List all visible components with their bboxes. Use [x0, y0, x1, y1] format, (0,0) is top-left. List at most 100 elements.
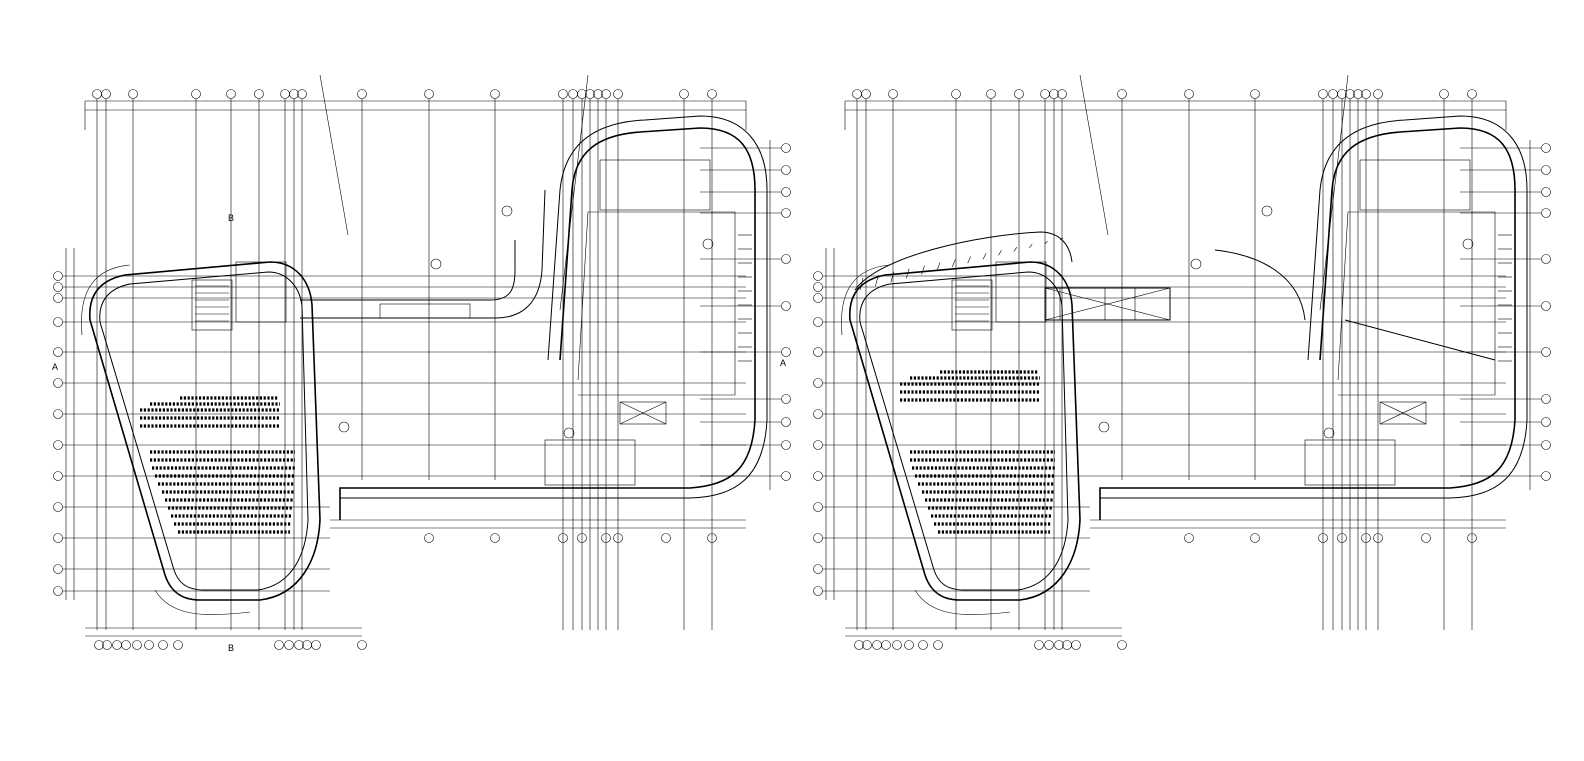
grid-bubble-left-7 — [813, 440, 823, 450]
upper-stair-tread — [936, 262, 941, 271]
section-marks: B B A A — [52, 213, 786, 653]
grid-bubble-right-2 — [1541, 187, 1551, 197]
section-a-left-label: A — [52, 362, 58, 372]
upper-stair-tread — [982, 253, 987, 260]
lobby-block — [1304, 439, 1396, 486]
grid-bubble-mid-5 — [613, 533, 623, 543]
grid-bubble-left-8 — [53, 471, 63, 481]
detail-callout-3 — [1261, 205, 1273, 217]
grid-bubble-top-9 — [357, 89, 367, 99]
grid-bubble-mid-3 — [1337, 533, 1347, 543]
grid-bubble-bottom-4 — [892, 640, 902, 650]
grid-bubble-bottom-8 — [274, 640, 284, 650]
left-stair-room — [191, 279, 233, 331]
grid-bubble-left-6 — [813, 409, 823, 419]
section-b-top-label: B — [228, 213, 234, 223]
grid-bubble-right-5 — [1541, 301, 1551, 311]
grid-bubble-right-7 — [781, 394, 791, 404]
upper-stair-tread — [875, 274, 879, 287]
grid-bubble-top-14 — [1337, 89, 1347, 99]
toilet-block — [1359, 159, 1471, 211]
grid-bubble-bottom-1 — [102, 640, 112, 650]
grid-bubble-bottom-2 — [872, 640, 882, 650]
grid-bubble-right-3 — [781, 208, 791, 218]
grid-bubble-top-15 — [1345, 89, 1355, 99]
grid-bubble-bottom-6 — [158, 640, 168, 650]
hall-outer-wall-2 — [340, 115, 768, 499]
section-b-bottom-label: B — [228, 643, 234, 653]
corridor-wall-lower — [300, 189, 546, 319]
detail-callout-1 — [430, 258, 442, 270]
grid-bubble-right-6 — [781, 347, 791, 357]
hall-inner-room — [1337, 211, 1496, 396]
grid-bubble-top-1 — [861, 89, 871, 99]
grid-bubble-top-4 — [226, 89, 236, 99]
grid-bubble-bottom-5 — [144, 640, 154, 650]
corridor-wall-upper — [300, 240, 516, 301]
auditorium-arc-extra — [841, 264, 891, 336]
grid-bubble-mid-0 — [424, 533, 434, 543]
grid-bubble-bottom-12 — [1071, 640, 1081, 650]
grid-bubble-left-9 — [53, 502, 63, 512]
grid-bubble-bottom-7 — [933, 640, 943, 650]
grid-bubble-top-7 — [289, 89, 299, 99]
detail-callout-5 — [1323, 427, 1335, 439]
grid-bubble-top-1 — [101, 89, 111, 99]
grid-bubble-top-17 — [1361, 89, 1371, 99]
grid-bubble-right-7 — [1541, 394, 1551, 404]
upper-stair-tread — [1044, 240, 1048, 245]
grid-bubble-bottom-3 — [121, 640, 131, 650]
service-core-x — [619, 401, 667, 425]
grid-bubble-top-6 — [280, 89, 290, 99]
grid-bubble-top-12 — [558, 89, 568, 99]
grid-bubble-bottom-13 — [357, 640, 367, 650]
grid-bubble-left-9 — [813, 502, 823, 512]
grid-bubble-mid-1 — [1250, 533, 1260, 543]
grid-bubble-top-11 — [1250, 89, 1260, 99]
grid-bubble-top-11 — [490, 89, 500, 99]
grid-bubble-left-8 — [813, 471, 823, 481]
upper-stair-tread — [998, 250, 1002, 256]
grid-bubble-top-2 — [888, 89, 898, 99]
grid-bubble-right-0 — [781, 143, 791, 153]
grid-bubble-right-9 — [1541, 440, 1551, 450]
grid-bubble-right-8 — [1541, 417, 1551, 427]
grid-bubble-top-9 — [1117, 89, 1127, 99]
auditorium-outer-wall — [89, 261, 321, 601]
upper-curved-ramp — [1214, 249, 1306, 321]
section-a-right-label: A — [780, 358, 786, 368]
grid-bubble-bottom-13 — [1117, 640, 1127, 650]
hall-outer-wall-2 — [1100, 115, 1528, 499]
auditorium-inner-wall — [859, 271, 1069, 591]
grid-bubble-top-8 — [297, 89, 307, 99]
grid-bubble-top-13 — [568, 89, 578, 99]
corridor-doors — [379, 303, 471, 319]
grid-bubble-top-12 — [1318, 89, 1328, 99]
upper-diagonal-stair — [1344, 319, 1496, 361]
grid-bubble-top-16 — [593, 89, 603, 99]
grid-bubble-top-19 — [679, 89, 689, 99]
grid-bubble-bottom-4 — [132, 640, 142, 650]
grid-bubble-mid-2 — [1318, 533, 1328, 543]
grid-bubble-right-10 — [781, 471, 791, 481]
grid-bubble-bottom-12 — [311, 640, 321, 650]
grid-bubble-bottom-1 — [862, 640, 872, 650]
upper-curved-stair — [854, 231, 1073, 291]
detail-callout-2 — [338, 421, 350, 433]
grid-bubble-top-3 — [191, 89, 201, 99]
grid-bubble-left-11 — [53, 564, 63, 574]
grid-bubble-mid-6 — [1421, 533, 1431, 543]
grid-bubble-top-3 — [951, 89, 961, 99]
auditorium-arc-extra — [81, 264, 131, 336]
grid-bubble-bottom-6 — [918, 640, 928, 650]
grid-bubble-left-1 — [53, 282, 63, 292]
grid-bubble-top-7 — [1049, 89, 1059, 99]
grid-bubble-right-10 — [1541, 471, 1551, 481]
detail-callout-1 — [1190, 258, 1202, 270]
grid-bubble-bottom-0 — [854, 640, 864, 650]
service-core — [619, 401, 667, 425]
floor-plan-left — [53, 74, 791, 650]
grid-bubble-mid-3 — [577, 533, 587, 543]
service-core-x — [1379, 401, 1427, 425]
